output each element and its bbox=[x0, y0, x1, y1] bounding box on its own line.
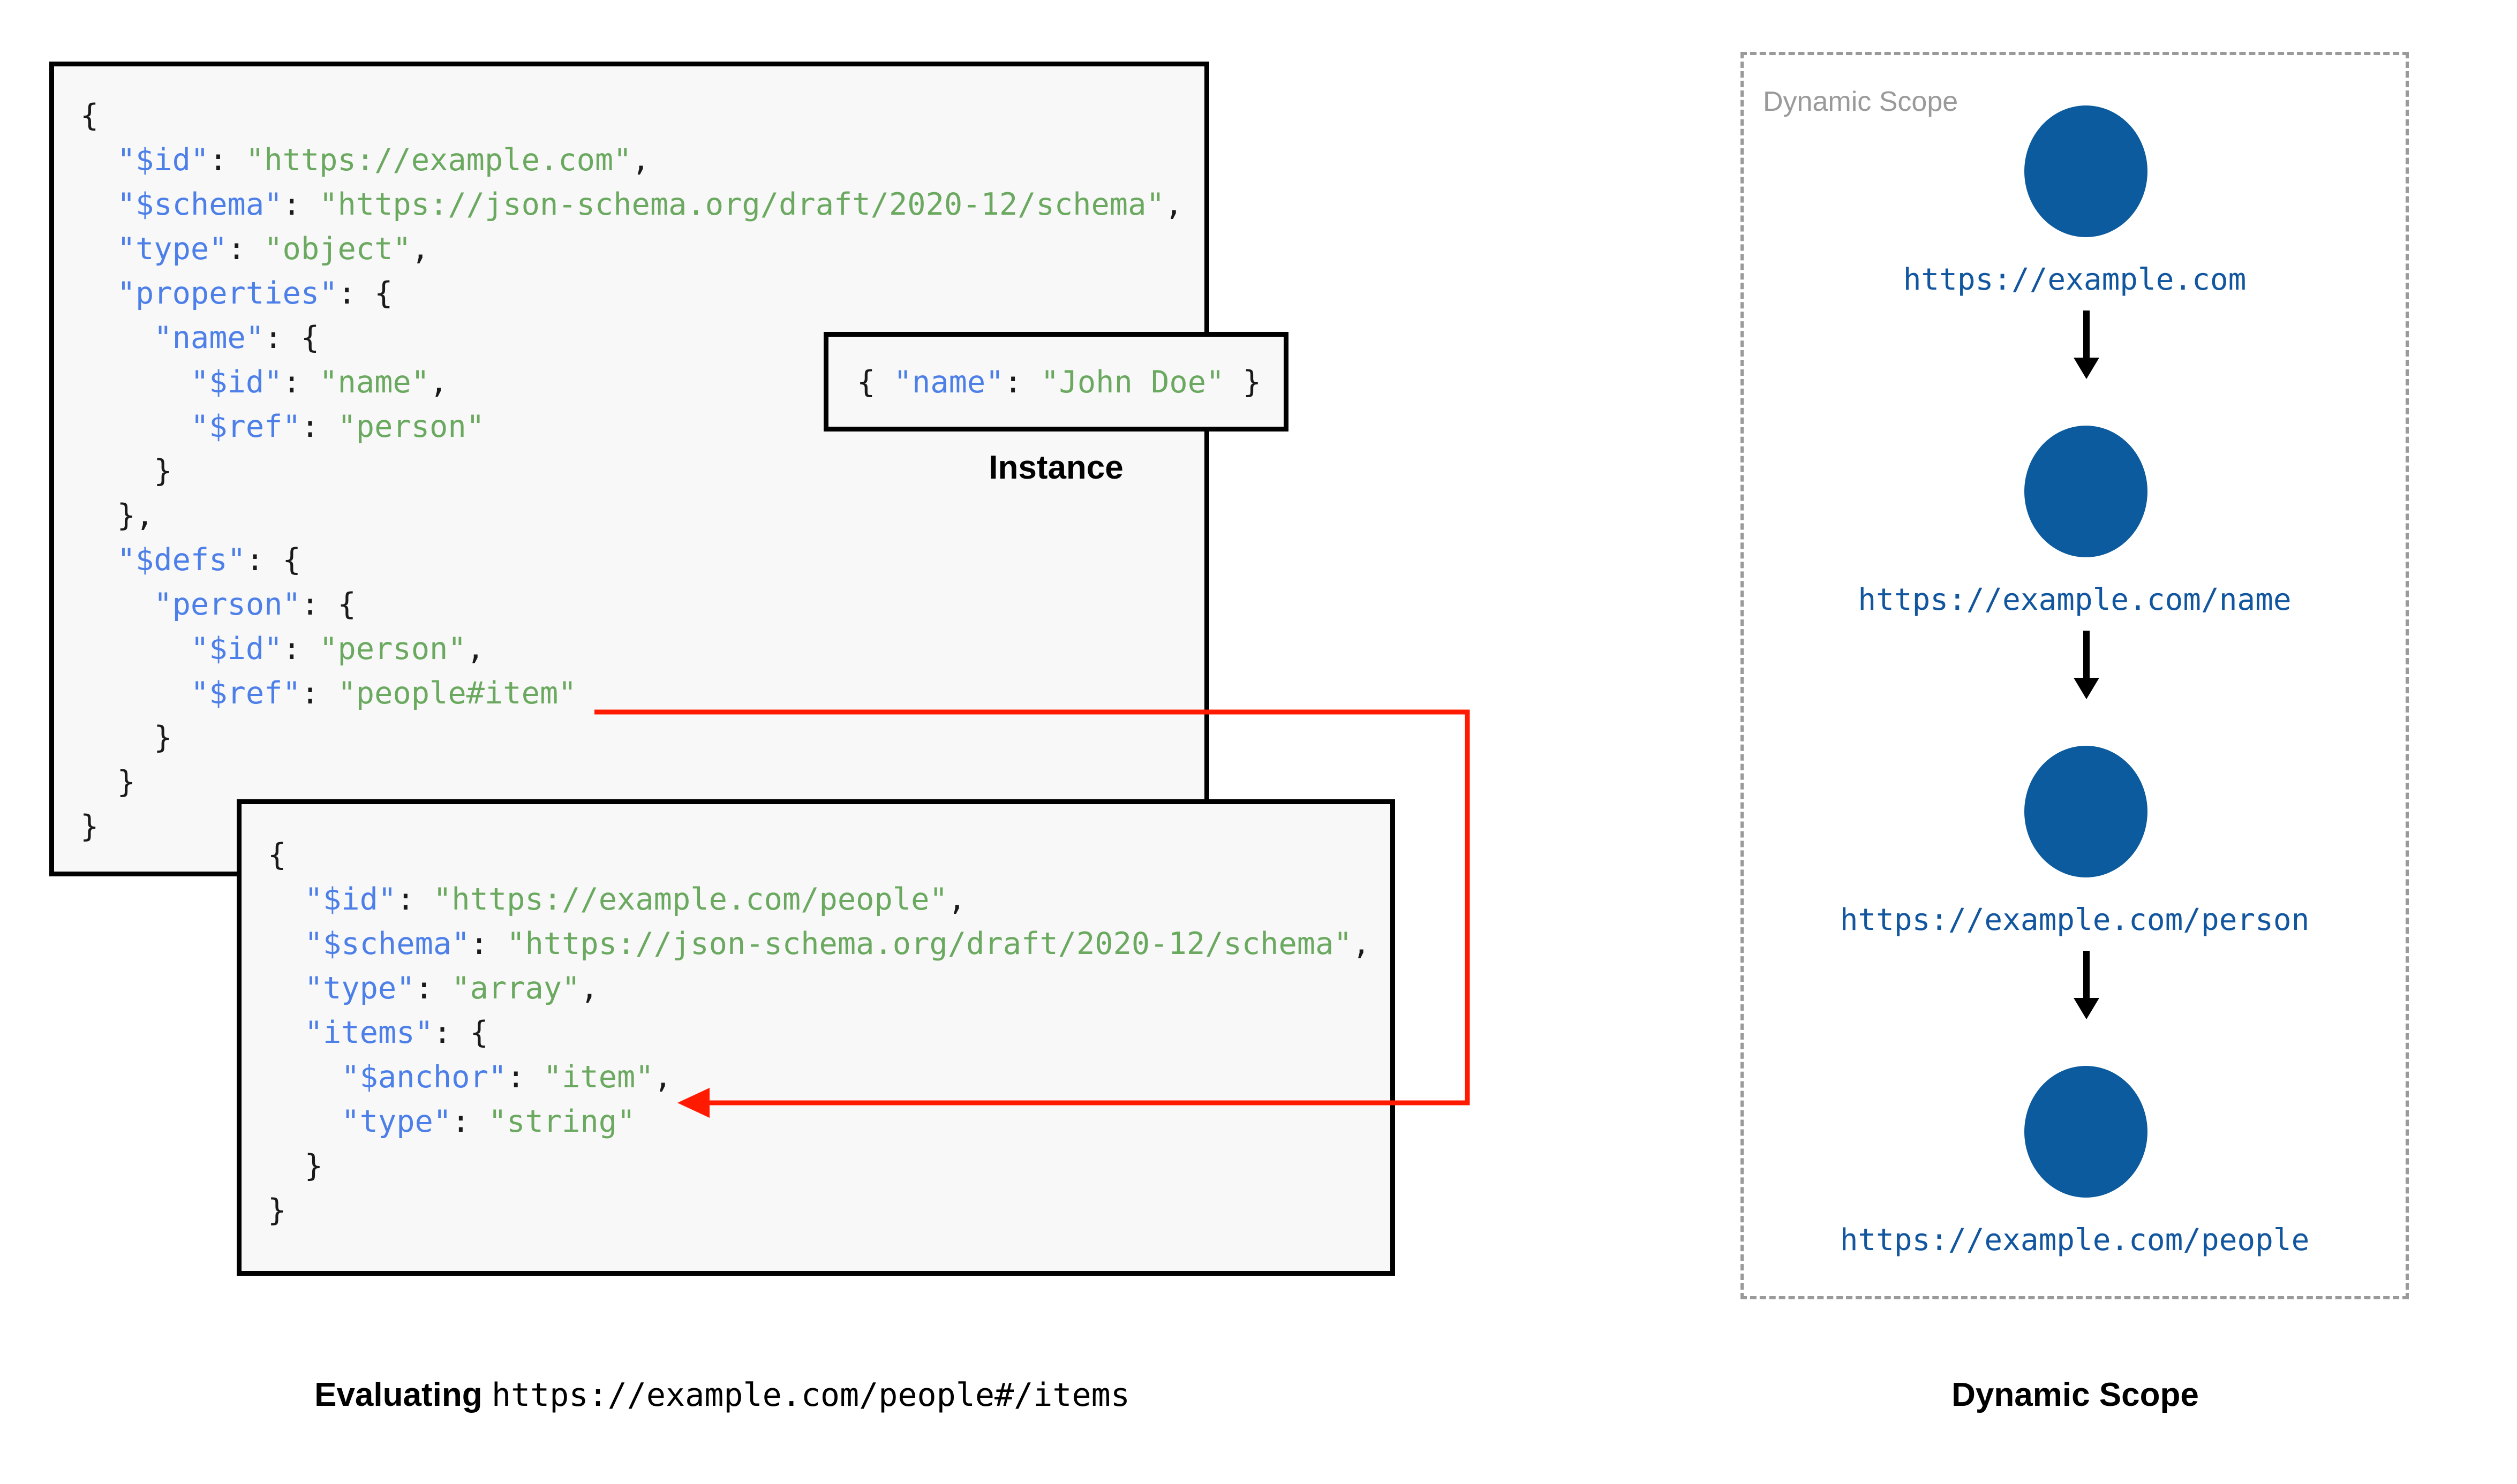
code-line: "$id": "person", bbox=[190, 631, 485, 667]
code-line: "type": "string" bbox=[341, 1104, 636, 1139]
scope-node-circle-3 bbox=[2024, 746, 2147, 877]
instance-box bbox=[824, 332, 1288, 431]
code-line: } bbox=[80, 453, 172, 489]
code-line: "type": "object", bbox=[117, 231, 430, 267]
evaluating-uri: https://example.com/people#/items bbox=[491, 1376, 1130, 1414]
code-line: "$defs": { bbox=[117, 542, 301, 578]
code-line: "$id": "https://example.com/people", bbox=[304, 882, 967, 917]
code-line: "$anchor": "item", bbox=[341, 1059, 673, 1095]
code-line: } bbox=[268, 1193, 287, 1228]
code-line: { bbox=[268, 837, 287, 873]
scope-arrow-1 bbox=[2074, 311, 2099, 379]
code-line: }, bbox=[80, 498, 154, 533]
code-line: "name": { bbox=[154, 320, 320, 355]
code-line: { "name": "John Doe" } bbox=[857, 365, 1261, 400]
schema-root-code: { "$id": "https://example.com", "$schema… bbox=[80, 94, 1183, 849]
code-line: "type": "array", bbox=[304, 971, 599, 1006]
scope-node-label-2: https://example.com/name bbox=[1858, 582, 2292, 617]
code-line: "$id": "name", bbox=[190, 365, 448, 400]
evaluating-label: Evaluating bbox=[314, 1376, 483, 1413]
code-line: "$ref": "people#item" bbox=[190, 676, 577, 711]
code-line: } bbox=[80, 809, 99, 844]
code-line: "person": { bbox=[154, 587, 356, 622]
dynamic-scope-caption: Dynamic Scope bbox=[1951, 1376, 2199, 1413]
scope-node-label-4: https://example.com/people bbox=[1840, 1223, 2310, 1258]
code-line: } bbox=[80, 720, 172, 755]
dynamic-scope-inner-label: Dynamic Scope bbox=[1763, 86, 1958, 117]
evaluating-caption: Evaluating https://example.com/people#/i… bbox=[49, 1376, 1395, 1414]
scope-node-circle-4 bbox=[2024, 1066, 2147, 1198]
dynamic-scope-container bbox=[1740, 52, 2409, 1299]
code-line: "$schema": "https://json-schema.org/draf… bbox=[304, 926, 1371, 961]
scope-node-circle-1 bbox=[2024, 105, 2147, 237]
schema-people-code: { "$id": "https://example.com/people", "… bbox=[268, 833, 1370, 1233]
scope-node-circle-2 bbox=[2024, 426, 2147, 557]
instance-code: { "name": "John Doe" } bbox=[857, 360, 1261, 405]
code-line: } bbox=[268, 1148, 323, 1184]
scope-node-label-1: https://example.com bbox=[1903, 262, 2247, 297]
scope-arrow-2 bbox=[2074, 631, 2099, 699]
code-line: "$schema": "https://json-schema.org/draf… bbox=[117, 187, 1184, 222]
code-line: "$ref": "person" bbox=[190, 409, 485, 444]
scope-node-label-3: https://example.com/person bbox=[1840, 903, 2310, 937]
code-line: "$id": "https://example.com", bbox=[117, 142, 650, 178]
instance-caption: Instance bbox=[989, 449, 1124, 486]
code-line: "properties": { bbox=[117, 276, 393, 311]
code-line: "items": { bbox=[304, 1015, 488, 1050]
code-line: { bbox=[80, 98, 99, 133]
code-line: } bbox=[80, 764, 135, 800]
scope-arrow-3 bbox=[2074, 951, 2099, 1019]
